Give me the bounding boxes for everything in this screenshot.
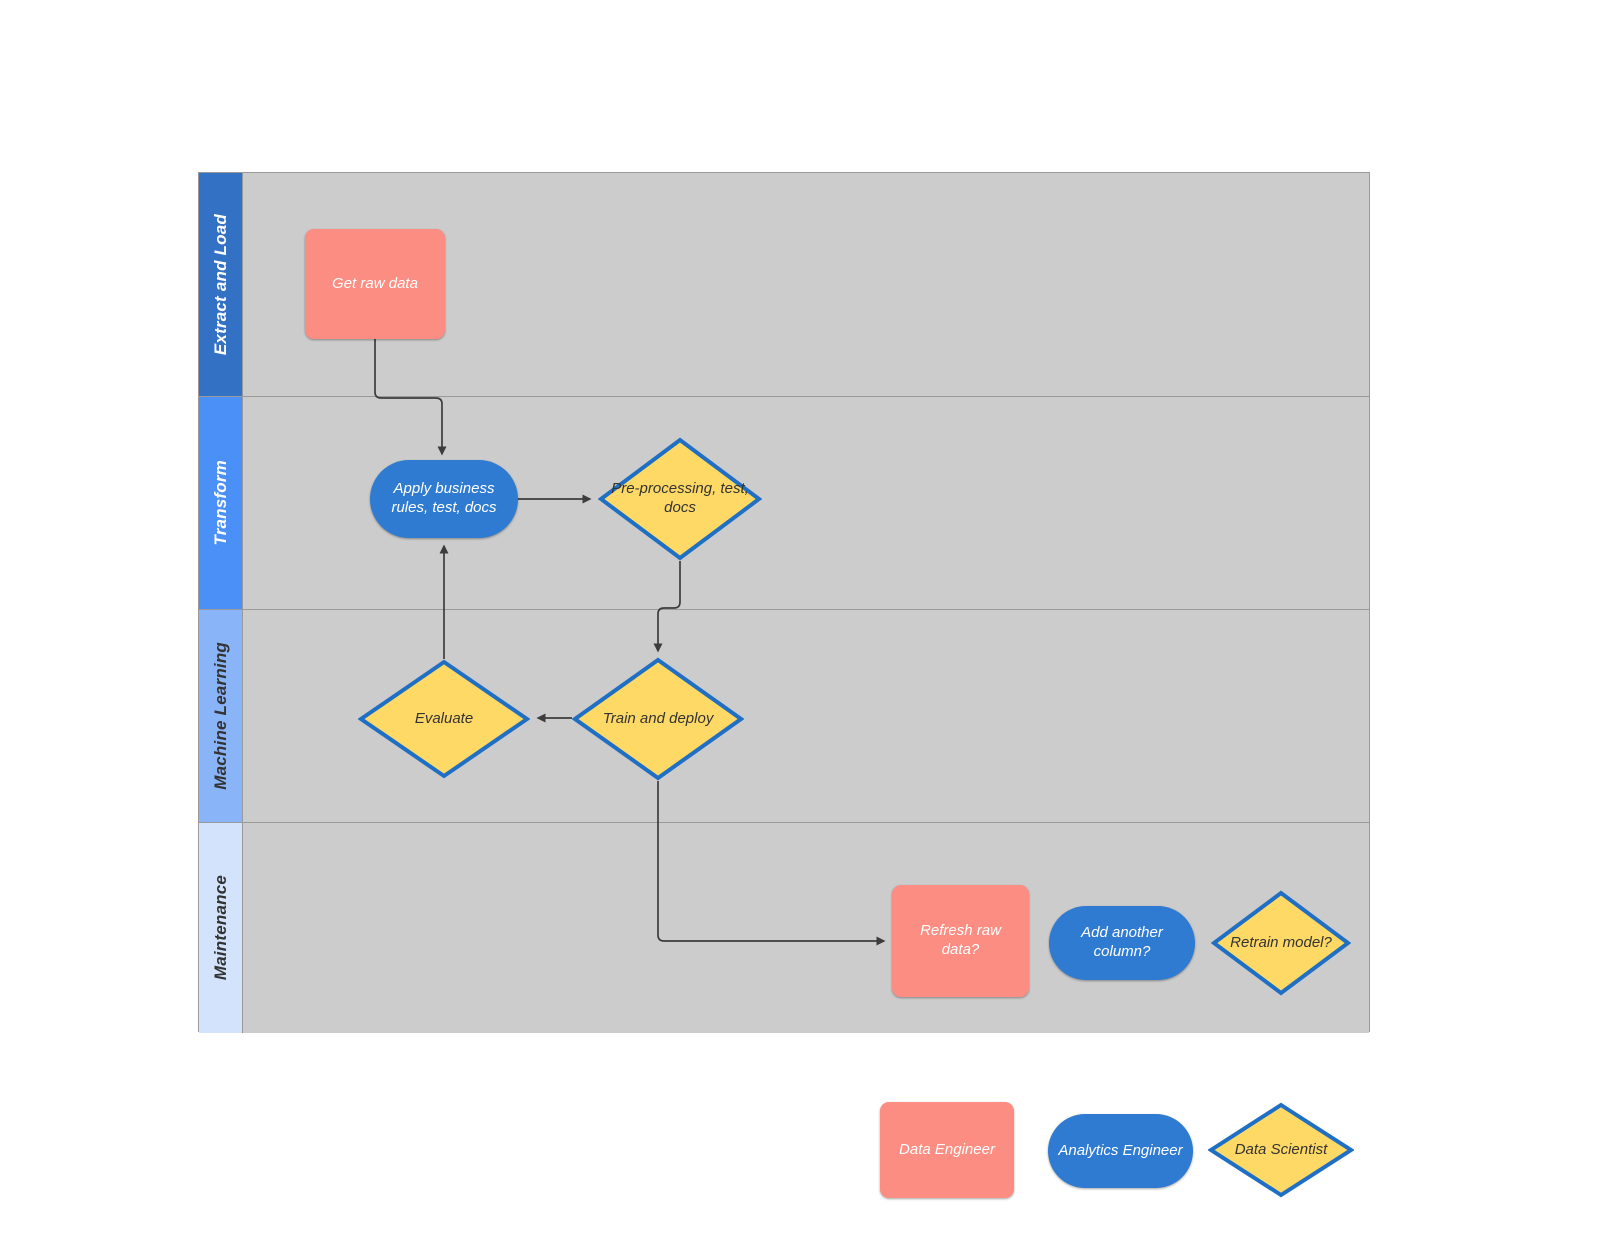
node-apply-business-rules[interactable]: Apply business rules, test, docs	[370, 460, 518, 538]
lane-maintenance: Maintenance	[199, 823, 1369, 1033]
diamond-shape-train-and-deploy	[572, 657, 744, 781]
node-get-raw-data[interactable]: Get raw data	[305, 229, 445, 339]
diamond-shape-evaluate	[358, 659, 530, 779]
lane-label-machine-learning: Machine Learning	[210, 642, 230, 790]
node-refresh-raw-data[interactable]: Refresh raw data?	[892, 885, 1029, 997]
lane-header-machine-learning[interactable]: Machine Learning	[199, 610, 243, 822]
node-label-apply-business-rules: Apply business rules, test, docs	[391, 480, 497, 516]
node-pre-processing[interactable]: Pre-processing, test, docs	[598, 437, 762, 561]
node-retrain-model[interactable]: Retrain model?	[1211, 890, 1351, 996]
legend-label-analytics-engineer: Analytics Engineer	[1058, 1141, 1183, 1159]
lane-body-maintenance	[243, 823, 1369, 1033]
legend-item-analytics-engineer[interactable]: Analytics Engineer	[1048, 1114, 1193, 1188]
lane-label-extract-and-load: Extract and Load	[210, 213, 230, 356]
lane-label-transform: Transform	[210, 460, 230, 546]
diamond-shape-pre-processing	[598, 437, 762, 561]
lane-header-maintenance[interactable]: Maintenance	[199, 823, 243, 1033]
legend-item-data-engineer[interactable]: Data Engineer	[880, 1102, 1014, 1198]
legend-item-data-scientist[interactable]: Data Scientist	[1208, 1102, 1354, 1198]
diamond-shape-data-scientist	[1208, 1102, 1354, 1198]
node-label-get-raw-data: Get raw data	[332, 274, 418, 292]
node-evaluate[interactable]: Evaluate	[358, 659, 530, 779]
node-train-and-deploy[interactable]: Train and deploy	[572, 657, 744, 781]
lane-label-maintenance: Maintenance	[210, 875, 230, 981]
legend-label-data-engineer: Data Engineer	[899, 1140, 995, 1158]
node-label-refresh-raw-data: Refresh raw data?	[920, 922, 1001, 958]
legend: Data Engineer Analytics Engineer Data Sc…	[880, 1088, 1360, 1198]
lane-header-transform[interactable]: Transform	[199, 397, 243, 609]
lane-header-extract-and-load[interactable]: Extract and Load	[199, 173, 243, 396]
node-add-another-column[interactable]: Add another column?	[1049, 906, 1195, 980]
node-label-add-another-column: Add another column?	[1081, 924, 1163, 960]
diamond-shape-retrain-model	[1211, 890, 1351, 996]
